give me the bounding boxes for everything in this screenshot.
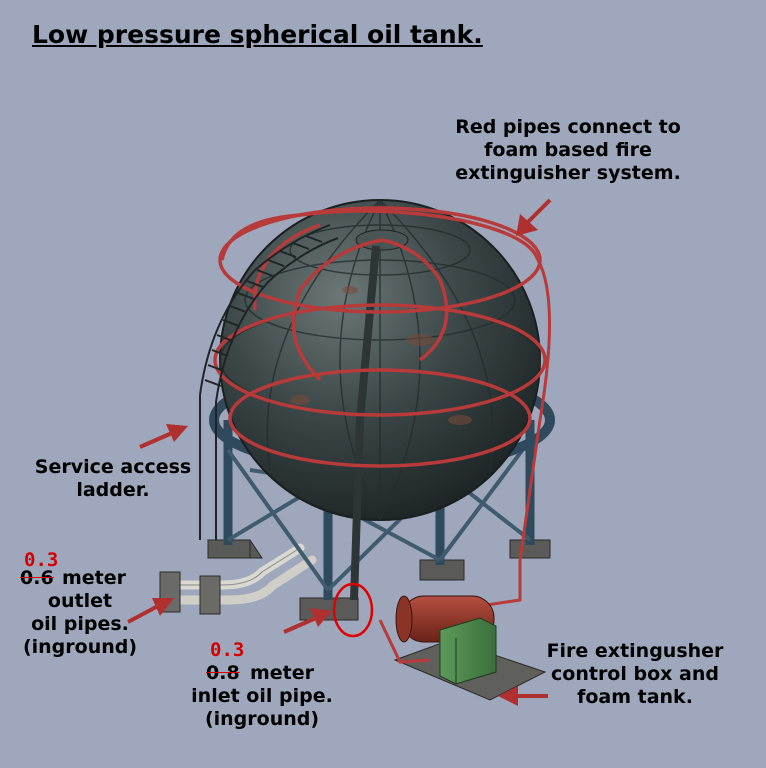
annotation-arrows [127,198,552,706]
rust-spots [290,286,472,425]
arrow-outlet [127,598,174,624]
label-outlet-rest: outlet oil pipes. (inground) [22,590,138,658]
control-box [439,617,497,685]
outlet-oil-pipes [167,543,317,605]
fire-pipe-to-box [378,259,552,664]
arrow-red-pipes [516,198,552,236]
arrow-ladder [139,424,188,449]
label-outlet: meter [62,567,127,589]
outlet-original-value: 0.6 [20,567,54,589]
service-ladder [199,224,339,540]
page-title: Low pressure spherical oil tank. [32,20,483,49]
pipe-brackets [159,571,221,615]
arrow-inlet [283,608,332,634]
outlet-corrected-value: 0.3 [24,549,59,571]
inlet-corrected-value: 0.3 [210,639,245,661]
inlet-highlight-circle [332,582,374,638]
label-inlet: meter [250,662,315,684]
label-ladder: Service access ladder. [34,456,192,501]
arrow-fire-box [498,686,548,706]
inlet-original-value: 0.8 [206,662,240,684]
label-fire-box: Fire extingusher control box and foam ta… [546,640,724,708]
label-inlet-rest: inlet oil pipe. (inground) [191,685,333,730]
label-red-pipes: Red pipes connect to foam based fire ext… [455,116,681,184]
fire-pipe-rings [213,206,547,468]
